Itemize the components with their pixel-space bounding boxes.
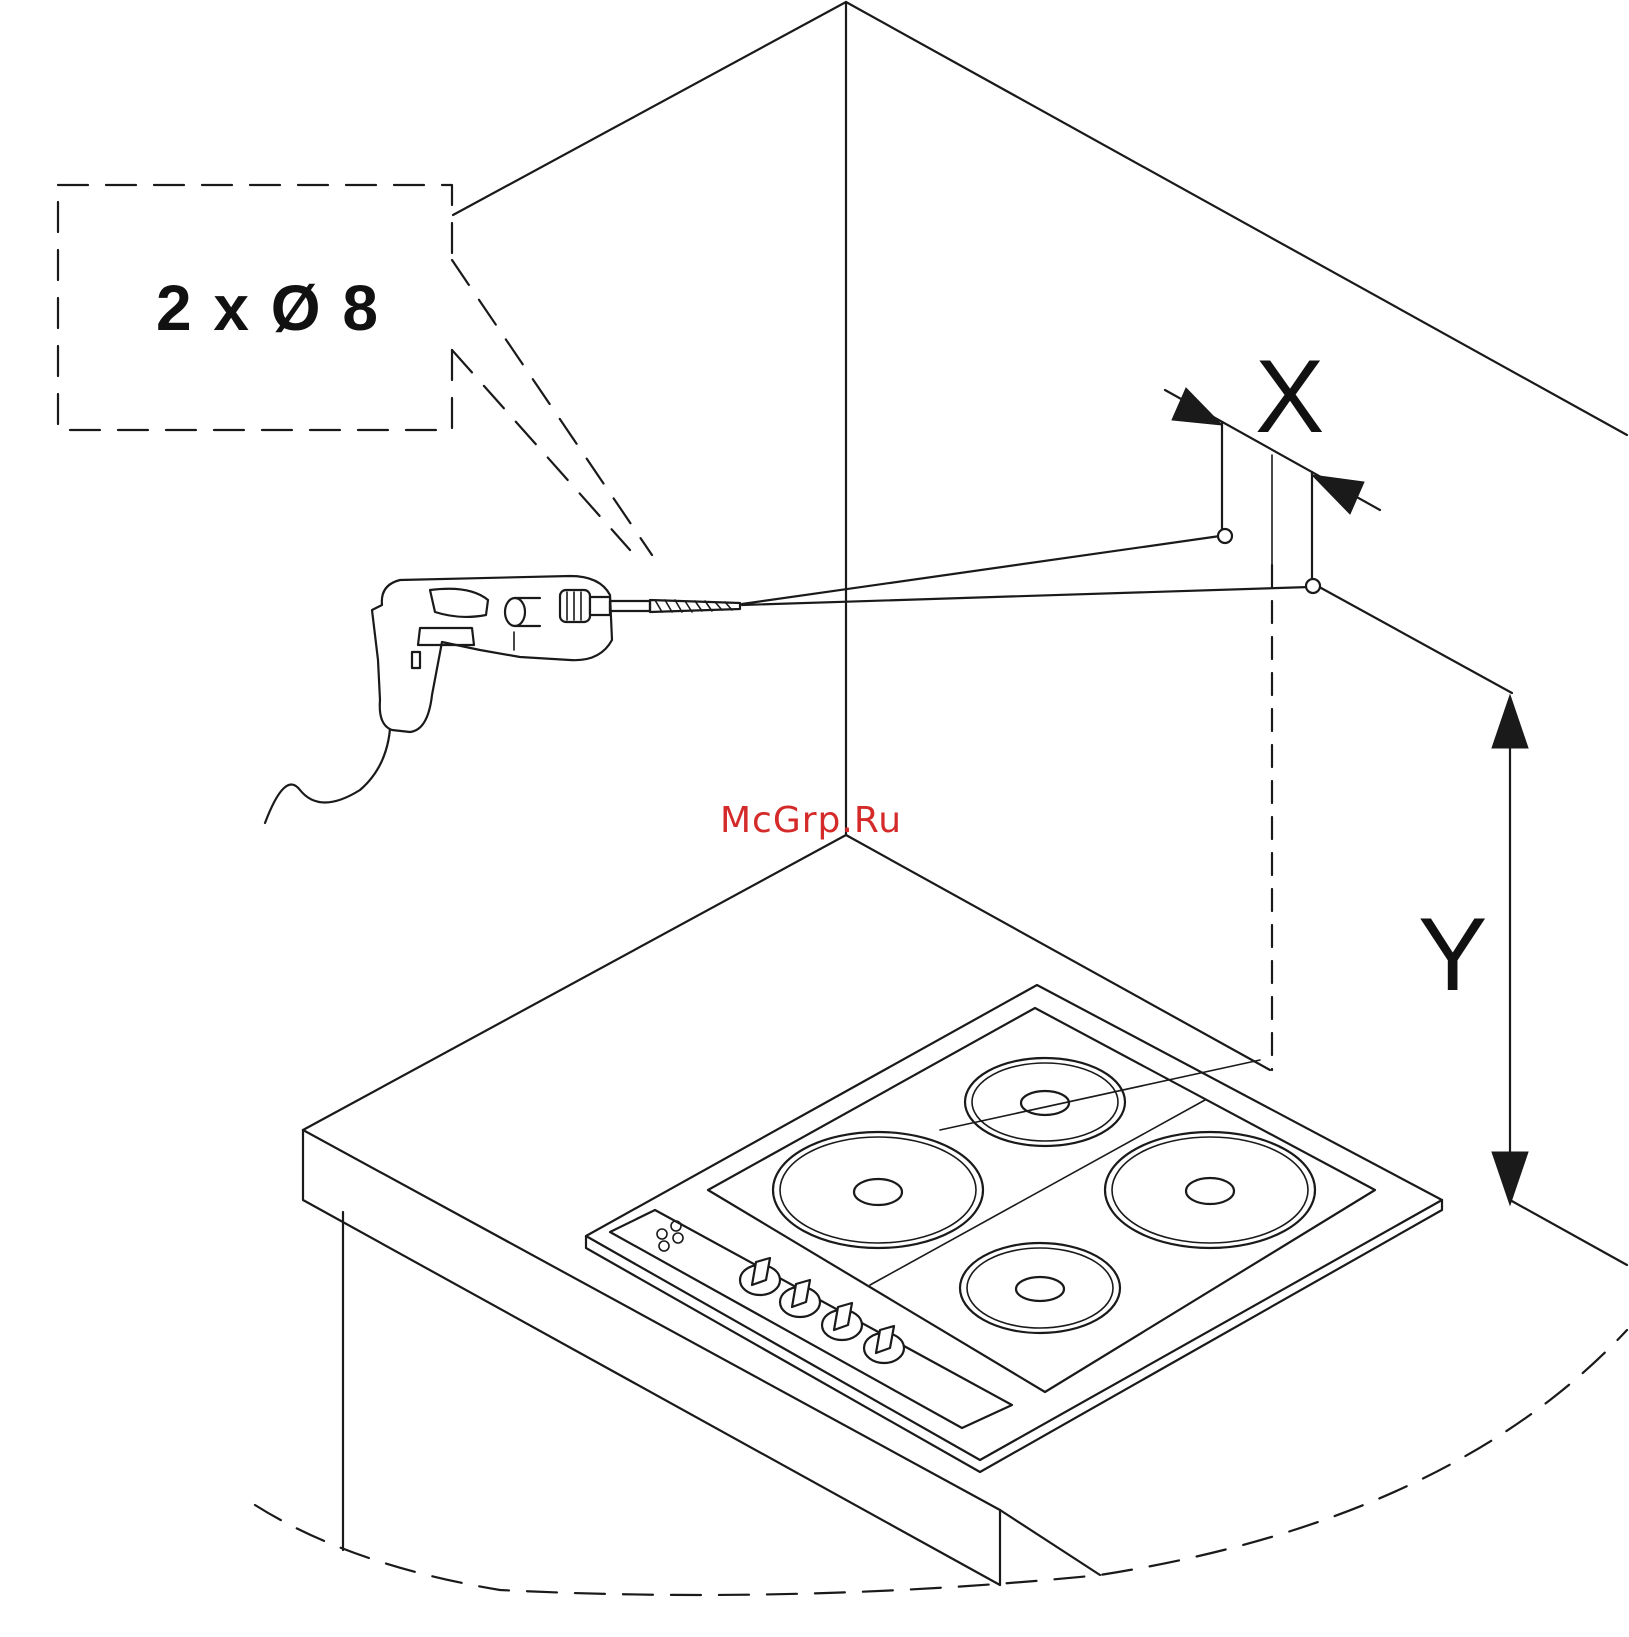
hob-icon xyxy=(586,985,1442,1472)
wall-outline xyxy=(453,2,1627,835)
dimension-arrow-y-bottom xyxy=(1492,1152,1528,1205)
dimension-arrow-y-top xyxy=(1492,695,1528,748)
watermark: McGrp.Ru xyxy=(720,800,902,841)
drill-hole-marker xyxy=(1306,579,1320,593)
drill-hole-marker xyxy=(1218,529,1232,543)
callout-text: 2 x Ø 8 xyxy=(156,272,380,344)
dimension-y: Y xyxy=(1418,695,1528,1205)
mounting-marks: X xyxy=(742,339,1512,1070)
drill-icon xyxy=(265,576,740,823)
dimension-label-y: Y xyxy=(1418,897,1487,1013)
dimension-label-x: X xyxy=(1255,339,1324,455)
dimension-arrow-x-right xyxy=(1312,475,1364,514)
dimension-arrow-x-left xyxy=(1172,388,1222,425)
callout-box: 2 x Ø 8 xyxy=(58,185,652,555)
